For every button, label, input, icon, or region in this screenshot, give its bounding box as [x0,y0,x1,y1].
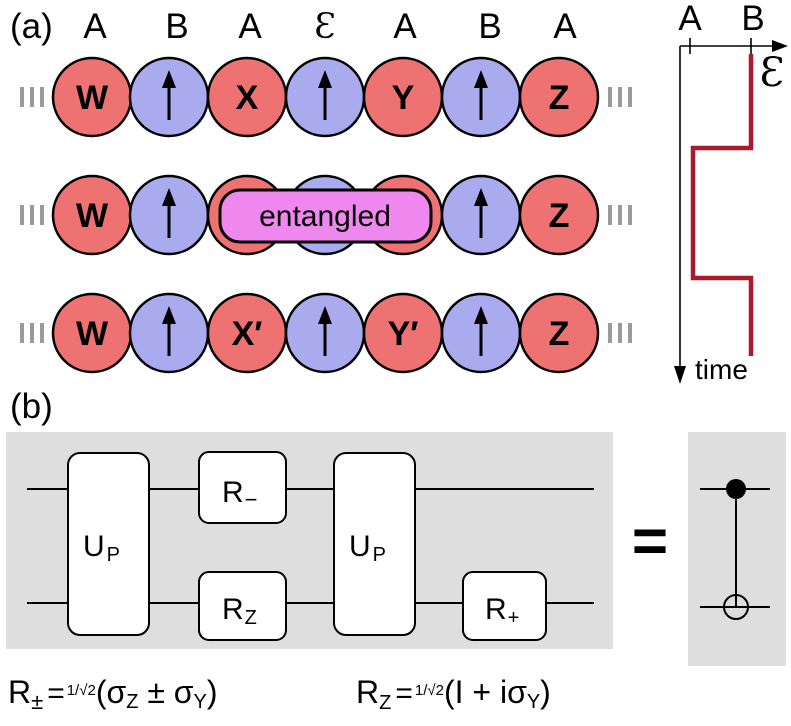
ball-label-w: W [76,315,109,353]
chain-row-1: W X Y Z [20,56,632,138]
entangled-label: entangled [259,200,391,233]
spin-up-arrow-icon [162,306,176,356]
spin-up-arrow-icon [474,188,488,238]
formula-right-text: RZ=1/√2(I + iσY) [356,674,551,714]
epsilon-trajectory [690,54,754,356]
spin-up-arrow-icon [162,188,176,238]
rz-gate-label: RZ [222,593,257,629]
r-plus-gate: R+ [462,571,547,641]
column-label-5: A [393,7,417,46]
column-label-2: B [165,7,188,46]
ball-label-z: Z [549,197,570,235]
formula-rz: RZ=1/√2(I + iσY) [356,674,551,714]
column-label-6: B [478,7,501,46]
timeline-label-b: B [741,0,764,38]
timeline-epsilon: Ɛ [760,50,785,96]
timeline-label-a: A [678,0,702,38]
ball-label-x-prime: X′ [232,315,263,353]
entangled-box [218,188,433,244]
spin-up-arrow-icon [318,306,332,356]
ball-label-w: W [76,79,109,117]
time-label: time [695,354,748,385]
ball-label-w: W [76,197,109,235]
panel-a-label: (a) [10,7,53,46]
formula-left-text: R±=1/√2(σZ ± σY) [8,674,218,714]
equals-sign: = [632,507,668,576]
column-label-1: A [83,7,107,46]
spin-a-ball [518,292,600,374]
timeline-inset: A B Ɛ time [674,0,788,385]
ball-label-y-prime: Y′ [388,315,419,353]
column-label-7: A [553,7,577,46]
target-oplus-icon [723,594,749,620]
time-axis-arrowhead-icon [674,366,686,384]
r-minus-gate-label: R− [222,476,258,512]
position-axis-arrowhead-icon [772,40,788,52]
spin-up-arrow-icon [474,306,488,356]
chain-row-2: W Z entangled [20,174,632,256]
rz-gate: RZ [198,571,287,641]
ball-label-z: Z [549,79,570,117]
spin-up-arrow-icon [162,70,176,120]
chain-row-3: W X′ Y′ Z [20,292,632,374]
ball-label-y: Y [392,79,415,117]
ball-label-x: X [236,79,259,117]
ball-label-z: Z [549,315,570,353]
column-label-epsilon: Ɛ [314,7,336,47]
spin-up-arrow-icon [474,70,488,120]
formula-r-plus-minus: R±=1/√2(σZ ± σY) [8,674,218,714]
column-label-3: A [238,7,262,46]
spin-up-arrow-icon [318,70,332,120]
r-minus-gate: R− [198,451,287,524]
cnot-gate [700,479,770,620]
r-plus-gate-label: R+ [485,593,519,629]
panel-b-label: (b) [10,387,53,426]
control-dot-icon [726,479,746,499]
spin-a-ball [518,174,600,256]
spin-a-ball [518,56,600,138]
column-labels: A B A Ɛ A B A [83,7,577,47]
